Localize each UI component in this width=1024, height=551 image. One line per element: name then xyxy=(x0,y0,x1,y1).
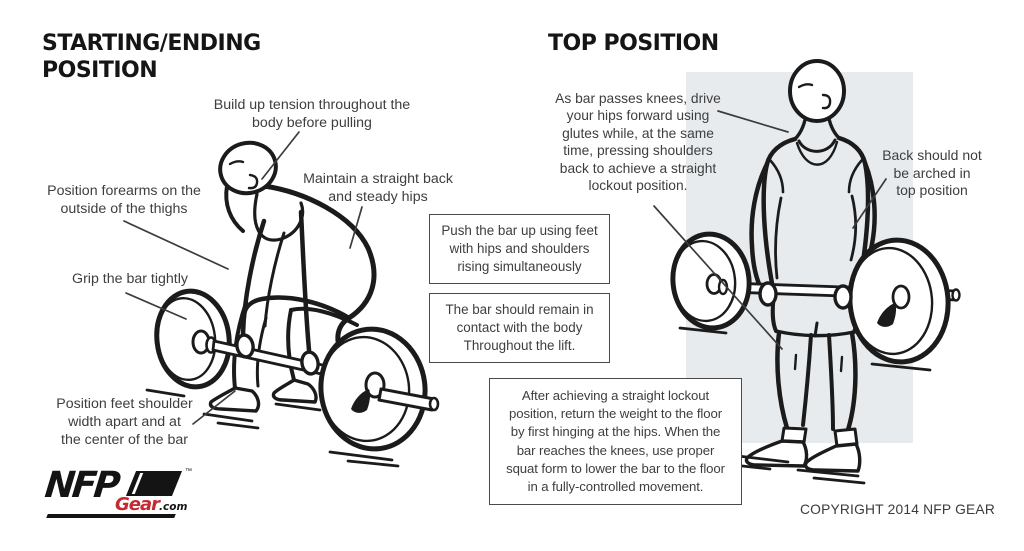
note-feet: Position feet shoulder width apart and a… xyxy=(56,396,193,448)
logo-gear-text: Gear.com xyxy=(115,494,188,515)
leader-lockout-lower xyxy=(653,205,783,350)
leader-lockout-upper xyxy=(717,110,789,133)
leader-lines xyxy=(123,110,887,425)
note-straight-back: Maintain a straight back and steady hips xyxy=(303,171,453,205)
leader-straight-back xyxy=(349,206,363,249)
right-title: TOP POSITION xyxy=(548,30,719,57)
eye xyxy=(797,83,814,89)
left-title-line1: STARTING/ENDING xyxy=(42,31,261,56)
ground-hatching xyxy=(678,326,932,485)
leader-forearms xyxy=(123,220,229,270)
logo-flag-shape xyxy=(125,471,183,496)
starting-position-illustration xyxy=(145,140,440,468)
hand xyxy=(235,333,255,359)
left-title-line2: POSITION xyxy=(42,58,158,83)
tip-box-contact: The bar should remain in contact with th… xyxy=(429,293,610,363)
leader-feet xyxy=(192,390,236,425)
hand xyxy=(300,350,320,376)
tip-box-push: Push the bar up using feet with hips and… xyxy=(429,214,610,284)
collar-knob xyxy=(877,303,897,327)
left-title: STARTING/ENDING POSITION xyxy=(42,30,261,84)
foot xyxy=(744,439,809,468)
eye xyxy=(228,160,245,166)
leader-tension xyxy=(261,131,300,180)
top-position-illustration xyxy=(670,59,961,485)
collar-knob xyxy=(351,389,371,413)
copyright-text: COPYRIGHT 2014 NFP GEAR xyxy=(799,502,995,517)
logo-trademark: ™ xyxy=(185,468,192,475)
leader-arch xyxy=(852,178,887,229)
right-title-line1: TOP POSITION xyxy=(548,31,719,56)
note-forearms: Position forearms on the outside of the … xyxy=(47,183,201,217)
logo-tld-text: .com xyxy=(159,501,188,513)
leader-grip xyxy=(125,292,187,320)
lifter-standing xyxy=(744,59,877,473)
note-arch: Back should not be arched in top positio… xyxy=(882,147,982,199)
logo-underline-bar xyxy=(46,514,176,518)
note-build-tension: Build up tension throughout the body bef… xyxy=(213,97,411,131)
ground-hatching xyxy=(145,388,400,468)
note-lockout: As bar passes knees, drive your hips for… xyxy=(555,91,721,193)
hand xyxy=(758,281,778,307)
tip-box-lowering: After achieving a straight lockout posit… xyxy=(489,378,742,506)
barbell-at-hips xyxy=(670,231,961,365)
foot xyxy=(803,442,862,473)
nfp-gear-logo: NFP ™ Gear.com xyxy=(42,465,205,524)
logo-nfp-text: NFP xyxy=(42,465,120,506)
hand xyxy=(833,284,853,310)
tank-top xyxy=(797,138,837,153)
barbell-on-floor xyxy=(154,209,440,452)
ear xyxy=(821,93,832,110)
head xyxy=(788,59,846,123)
head xyxy=(218,140,278,196)
ear xyxy=(247,173,259,190)
note-grip: Grip the bar tightly xyxy=(72,271,188,287)
foot xyxy=(271,378,318,404)
